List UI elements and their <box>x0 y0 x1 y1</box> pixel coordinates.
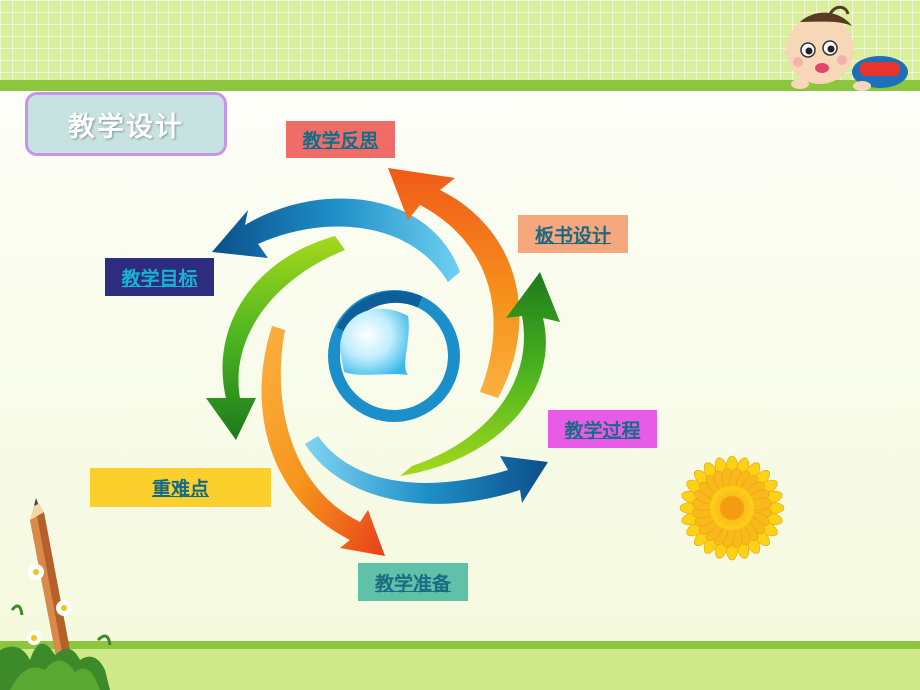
link-teaching-goal[interactable]: 教学目标 <box>121 267 198 290</box>
grass-icon <box>0 604 112 690</box>
label-teaching-prep[interactable]: 教学准备 <box>358 563 468 601</box>
link-teaching-prep[interactable]: 教学准备 <box>374 572 451 595</box>
section-title-box: 教学设计 <box>25 92 227 156</box>
label-reflection[interactable]: 教学反思 <box>286 121 395 158</box>
arrow-green-left <box>206 236 345 440</box>
arrow-blue-top <box>212 198 460 282</box>
label-board-design[interactable]: 板书设计 <box>518 215 628 253</box>
label-teaching-goal[interactable]: 教学目标 <box>105 258 214 296</box>
center-ring-accent <box>336 290 423 333</box>
header-grid-band <box>0 0 920 80</box>
link-reflection[interactable]: 教学反思 <box>302 130 379 152</box>
daisy-icon <box>27 564 72 645</box>
header-stripe <box>0 80 920 91</box>
pencil-icon <box>30 498 70 656</box>
arrow-blue-bottom <box>305 436 548 504</box>
center-orb <box>340 308 409 375</box>
footer-stripe <box>0 641 920 649</box>
sunflower-icon <box>679 455 785 561</box>
arrow-orange-top <box>388 168 520 398</box>
arrow-green-right <box>400 272 560 476</box>
link-teaching-process[interactable]: 教学过程 <box>564 419 641 442</box>
cartoon-baby-icon <box>786 5 908 91</box>
label-key-points[interactable]: 重难点 <box>90 468 271 507</box>
footer-band <box>0 649 920 690</box>
arrow-orange-bottom <box>261 326 385 556</box>
link-board-design[interactable]: 板书设计 <box>534 224 611 247</box>
page-title: 教学设计 <box>68 111 184 143</box>
link-key-points[interactable]: 重难点 <box>151 478 209 500</box>
label-teaching-process[interactable]: 教学过程 <box>548 410 657 448</box>
